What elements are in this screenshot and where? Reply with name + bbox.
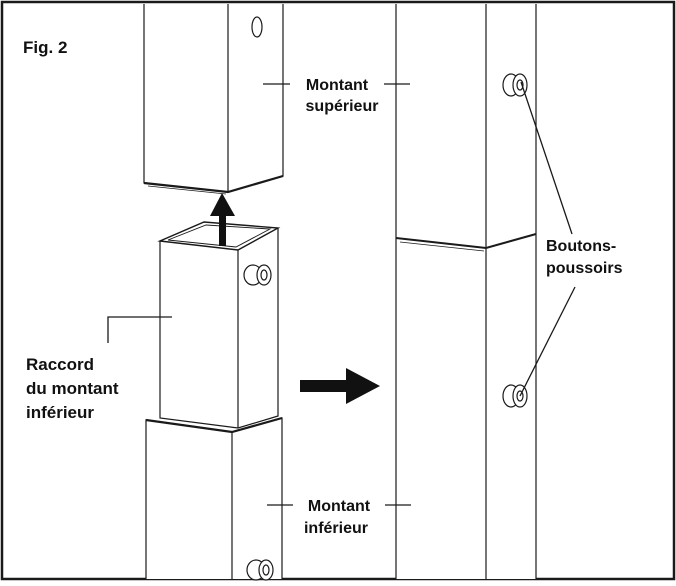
lower-post-label-line-2: inférieur bbox=[304, 520, 368, 537]
upper-post-label-line-2: supérieur bbox=[306, 98, 379, 115]
lower-post bbox=[145, 416, 283, 581]
connector-label: Raccord du montant inférieur bbox=[26, 355, 119, 422]
lower-post-connector bbox=[157, 221, 281, 429]
figure-label: Fig. 2 bbox=[23, 38, 67, 57]
lower-post-label-line-1: Montant bbox=[308, 498, 371, 515]
lower-post-label: Montant inférieur bbox=[304, 498, 371, 537]
connector-label-line-1: Raccord bbox=[26, 355, 94, 374]
assembled-post bbox=[395, 4, 537, 579]
leader-lines bbox=[107, 81, 576, 506]
push-button-upper bbox=[502, 73, 528, 97]
upper-post-label: Montant supérieur bbox=[306, 77, 379, 115]
connector-button bbox=[243, 264, 272, 286]
push-buttons-label-line-1: Boutons- bbox=[546, 238, 616, 255]
push-buttons-label: Boutons- poussoirs bbox=[546, 238, 623, 277]
push-button-leader-upper bbox=[520, 81, 573, 235]
connector-label-line-2: du montant bbox=[26, 379, 119, 398]
left-illustration bbox=[143, 4, 284, 581]
upper-post bbox=[143, 4, 284, 195]
arrow-right-icon bbox=[300, 368, 380, 404]
connector-leader bbox=[107, 316, 172, 343]
push-button-leader-lower bbox=[519, 286, 576, 397]
connector-label-line-3: inférieur bbox=[26, 403, 94, 422]
push-buttons-label-line-2: poussoirs bbox=[546, 260, 623, 277]
right-illustration bbox=[395, 4, 537, 579]
lower-post-button bbox=[246, 559, 274, 581]
upper-post-hole bbox=[251, 16, 263, 38]
arrow-up-icon bbox=[210, 193, 235, 246]
upper-post-label-line-1: Montant bbox=[306, 77, 369, 94]
